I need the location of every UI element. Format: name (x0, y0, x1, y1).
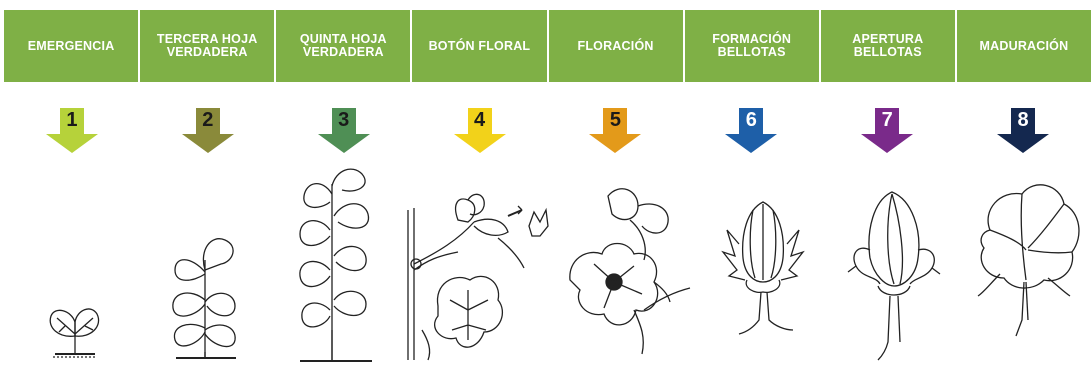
stage-arrow-6: 6 (723, 108, 779, 154)
opening-boll-icon (834, 160, 954, 365)
stage-header-6: FORMACIÓN BELLOTAS (685, 10, 821, 82)
seedling-icon (15, 160, 125, 365)
stage-arrow-7: 7 (859, 108, 915, 154)
forming-boll-icon (703, 160, 823, 365)
plant-illustration-row (4, 160, 1091, 365)
stage-header-4: BOTÓN FLORAL (412, 10, 548, 82)
young-plant-icon (141, 160, 261, 365)
stage-number-6: 6 (723, 109, 779, 132)
stage-header-5: FLORACIÓN (549, 10, 685, 82)
stage-arrow-3: 3 (316, 108, 372, 154)
stage-arrow-5: 5 (587, 108, 643, 154)
stage-number-8: 8 (995, 109, 1051, 132)
stage-arrow-2: 2 (180, 108, 236, 154)
stage-number-1: 1 (44, 109, 100, 132)
flower-bud-icon (398, 160, 558, 365)
stage-number-4: 4 (452, 109, 508, 132)
flower-icon (558, 160, 698, 365)
stage-number-2: 2 (180, 109, 236, 132)
stage-arrow-row: 1 2 3 4 5 6 7 8 (4, 108, 1091, 158)
stage-arrow-4: 4 (452, 108, 508, 154)
cotton-boll-icon (960, 160, 1090, 365)
stage-header-2: TERCERA HOJA VERDADERA (140, 10, 276, 82)
stage-header-bar: EMERGENCIA TERCERA HOJA VERDADERA QUINTA… (4, 10, 1091, 82)
stage-header-3: QUINTA HOJA VERDADERA (276, 10, 412, 82)
stage-arrow-1: 1 (44, 108, 100, 154)
stage-number-5: 5 (587, 109, 643, 132)
stage-header-7: APERTURA BELLOTAS (821, 10, 957, 82)
leafy-plant-icon (272, 160, 392, 365)
stage-number-3: 3 (316, 109, 372, 132)
stage-header-8: MADURACIÓN (957, 10, 1091, 82)
stage-number-7: 7 (859, 109, 915, 132)
stage-header-1: EMERGENCIA (4, 10, 140, 82)
stage-arrow-8: 8 (995, 108, 1051, 154)
